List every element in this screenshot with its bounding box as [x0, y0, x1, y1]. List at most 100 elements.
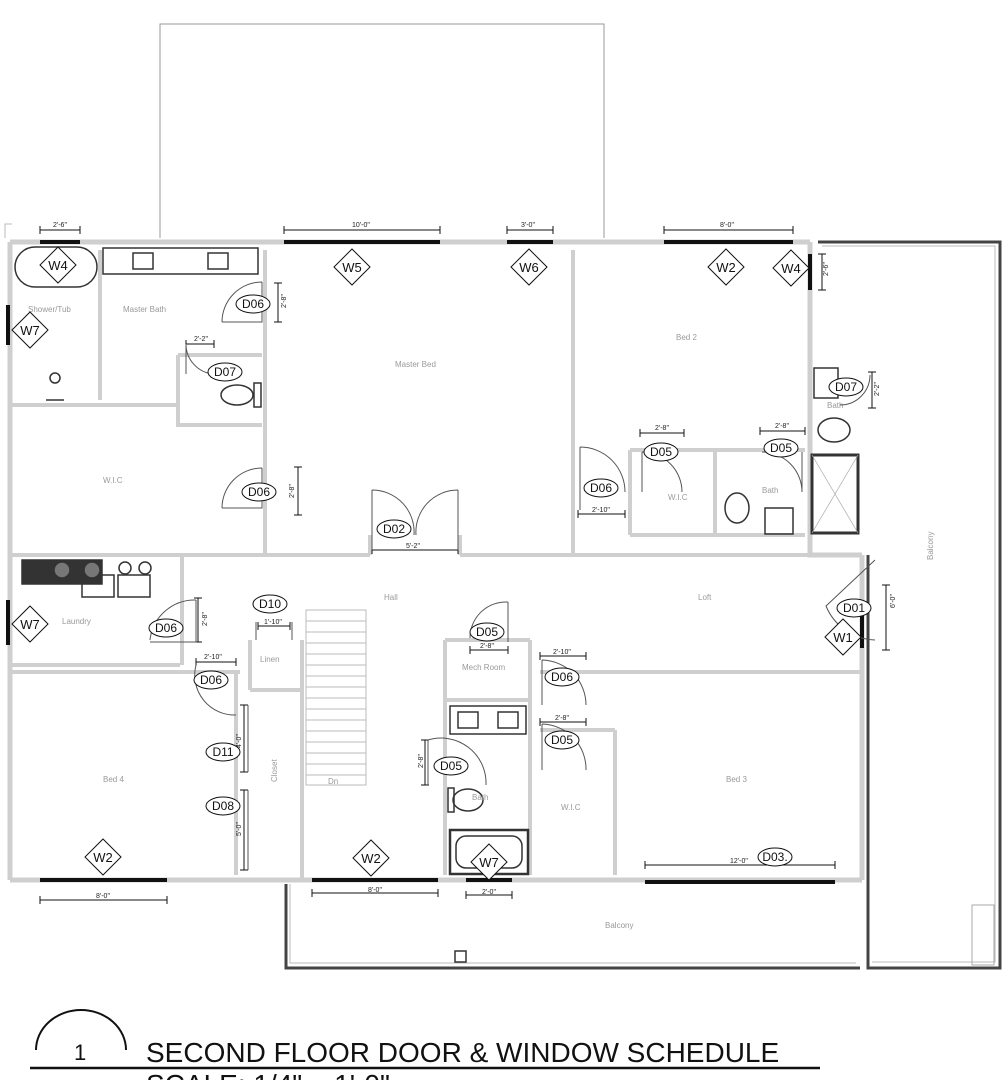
dim-w2-top: 8'-0" [720, 222, 734, 229]
door-tag-d11: D11 [205, 742, 241, 762]
dim-d05-b: 2'-8" [775, 423, 789, 430]
door-tag-oval [583, 478, 619, 498]
door-tag-label: D07 [214, 365, 236, 379]
door-tag-d05-b: D05 [763, 438, 799, 458]
door-tag-label: D02 [383, 522, 405, 536]
door-tag-d01: D01 [836, 598, 872, 618]
window-tag-w1: W1 [824, 618, 862, 656]
door-tag-oval [207, 362, 243, 382]
left-edge-line [4, 223, 12, 238]
dim-d03: 12'-0" [730, 858, 748, 865]
dim-w2-bottom-mid: 8'-0" [368, 887, 382, 894]
dim-d08: 5'-0" [236, 822, 243, 836]
window-tag-diamond [11, 605, 49, 643]
window-tag-w6: W6 [510, 248, 548, 286]
interior-walls [10, 250, 862, 880]
dim-d05-a: 2'-8" [655, 425, 669, 432]
staircase [305, 609, 367, 786]
room-label-bed-2: Bed 2 [676, 333, 697, 342]
room-label-hall: Hall [384, 593, 398, 602]
window-tag-diamond [707, 248, 745, 286]
dim-d06-f: 2'-10" [553, 649, 571, 656]
door-tag-label: D05 [770, 441, 792, 455]
window-tag-label: W4 [781, 261, 801, 276]
room-labels: Shower/Tub Master Bath Master Bed Bed 2 … [28, 305, 935, 930]
room-label-master-bath: Master Bath [123, 305, 166, 314]
door-tag-d07-a: D07 [207, 362, 243, 382]
door-tag-oval [544, 667, 580, 687]
room-label-wic-master: W.I.C [103, 476, 123, 485]
room-label-balcony-right: Balcony [926, 532, 935, 560]
door-tag-label: D03. [762, 850, 787, 864]
window-lines [6, 240, 864, 884]
window-tag-diamond [510, 248, 548, 286]
window-tag-diamond [824, 618, 862, 656]
door-tag-label: D06 [200, 673, 222, 687]
room-label-wic-bed2: W.I.C [668, 493, 688, 502]
dim-d11: 4'-0" [236, 734, 243, 748]
window-tag-label: W7 [479, 855, 499, 870]
door-tag-oval [836, 598, 872, 618]
room-label-master-bed: Master Bed [395, 360, 436, 369]
sheet-number: 1 [74, 1040, 86, 1065]
door-tag-label: D06 [248, 485, 270, 499]
door-tag-oval [763, 438, 799, 458]
room-label-wic-bed3: W.I.C [561, 803, 581, 812]
window-tag-diamond [39, 246, 77, 284]
door-tag-d05-e: D05 [433, 756, 469, 776]
room-label-balcony-bottom: Balcony [605, 921, 633, 930]
door-tag-label: D01 [843, 601, 865, 615]
room-label-linen: Linen [260, 655, 280, 664]
sheet-title: SECOND FLOOR DOOR & WINDOW SCHEDULE [146, 1037, 779, 1068]
dim-d06-b: 2'-8" [289, 484, 296, 498]
door-tag-label: D05 [476, 625, 498, 639]
dim-w7-bottom: 2'-0" [482, 889, 496, 896]
dim-d02: 5'-2" [406, 543, 420, 550]
window-tag-label: W7 [20, 323, 40, 338]
door-tag-d06-c: D06 [583, 478, 619, 498]
dim-d10: 1'-10" [264, 619, 282, 626]
door-tag-label: D05 [440, 759, 462, 773]
door-tag-d03: D03. [757, 847, 793, 867]
door-tag-d06-f: D06 [544, 667, 580, 687]
sheet-number-arc [35, 1009, 127, 1051]
door-tag-d02: D02 [376, 519, 412, 539]
room-label-bath-upper: Bath [827, 401, 843, 410]
window-tag-w4-b: W4 [772, 249, 810, 287]
window-tag-label: W4 [48, 258, 68, 273]
door-tag-oval [757, 847, 793, 867]
room-label-bath-bed2: Bath [762, 486, 778, 495]
door-tag-label: D11 [212, 745, 233, 759]
window-tag-label: W6 [519, 260, 539, 275]
door-tag-d07-b: D07 [828, 377, 864, 397]
dim-w4-right: 2'-6" [823, 262, 830, 276]
window-tag-label: W7 [20, 617, 40, 632]
door-tag-label: D06 [242, 297, 264, 311]
door-tag-label: D05 [650, 445, 672, 459]
door-tag-oval [469, 622, 505, 642]
dim-d06-e: 2'-10" [204, 654, 222, 661]
window-tag-w4-a: W4 [39, 246, 77, 284]
door-tag-oval [433, 756, 469, 776]
dim-d07-a: 2'-2" [194, 336, 208, 343]
window-tag-diamond [772, 249, 810, 287]
door-tag-oval [241, 482, 277, 502]
room-label-closet: Closet [270, 759, 279, 782]
door-tag-label: D06 [551, 670, 573, 684]
window-tag-w2-c: W2 [352, 839, 390, 877]
door-tag-label: D07 [835, 380, 857, 394]
room-label-mech-room: Mech Room [462, 663, 505, 672]
door-tag-oval [235, 294, 271, 314]
dim-w5-top: 10'-0" [352, 222, 370, 229]
window-tag-w7-c: W7 [470, 843, 508, 881]
door-tag-oval [828, 377, 864, 397]
window-tag-diamond [11, 311, 49, 349]
window-tag-w7-a: W7 [11, 311, 49, 349]
window-tag-label: W1 [833, 630, 853, 645]
room-label-bed-4: Bed 4 [103, 775, 124, 784]
dim-d06-d: 2'-8" [202, 612, 209, 626]
door-tag-d08: D08 [205, 796, 241, 816]
door-tag-oval [643, 442, 679, 462]
